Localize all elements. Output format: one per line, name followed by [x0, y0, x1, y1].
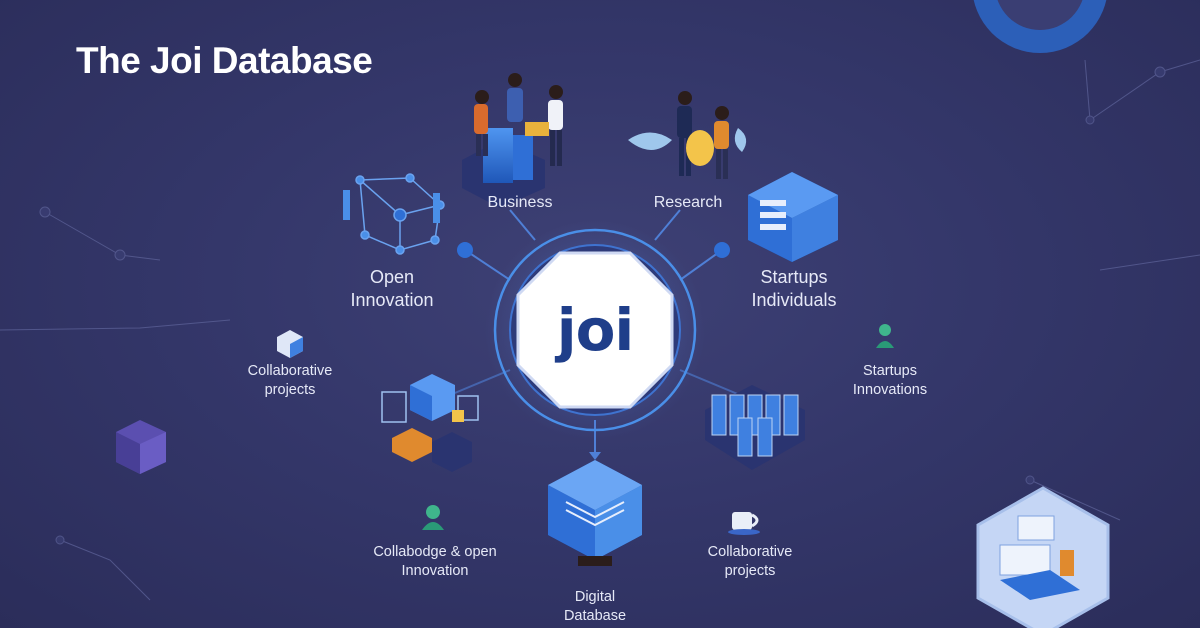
hub-label: joi: [556, 296, 635, 364]
node-dot-icon: [457, 242, 473, 258]
node-collaboration-open-innovation: Collabodge & open Innovation: [373, 544, 497, 579]
person-icon: [876, 324, 894, 348]
arrow-down-icon: [589, 452, 601, 460]
cup-icon: [728, 512, 760, 535]
node-collaborative-projects-left: Collaborative projects: [247, 363, 333, 398]
people-team-icon: [462, 73, 563, 208]
cube-cluster-icon: [381, 374, 479, 472]
purple-cube-decoration: [116, 420, 166, 474]
database-cube-icon: [548, 460, 642, 566]
node-digital-database: Digital Database: [563, 589, 627, 624]
node-business: Business: [487, 194, 553, 211]
people-research-icon: [628, 91, 747, 179]
corner-disc-decoration: [973, 0, 1107, 53]
database-cylinders-icon: [705, 385, 805, 470]
background-decoration: [0, 59, 1200, 601]
network-icon: [343, 173, 445, 255]
hub-rings: [485, 220, 705, 440]
person-small-icon: [422, 505, 444, 530]
node-collaborative-projects-right: Collaborative projects: [707, 544, 793, 579]
document-hexagon-icon: [976, 486, 1110, 628]
page-title: The Joi Database: [76, 40, 373, 81]
node-startups-innovations: Startups Innovations: [852, 363, 928, 398]
node-dot-icon: [714, 242, 730, 258]
node-open-innovation: Open Innovation: [350, 267, 434, 311]
node-research: Research: [653, 194, 723, 211]
cube-icon: [277, 330, 303, 358]
node-startups-individuals: Startups Individuals: [751, 267, 837, 311]
hub-logo: joi: [518, 253, 672, 407]
server-stack-icon: [748, 172, 838, 262]
